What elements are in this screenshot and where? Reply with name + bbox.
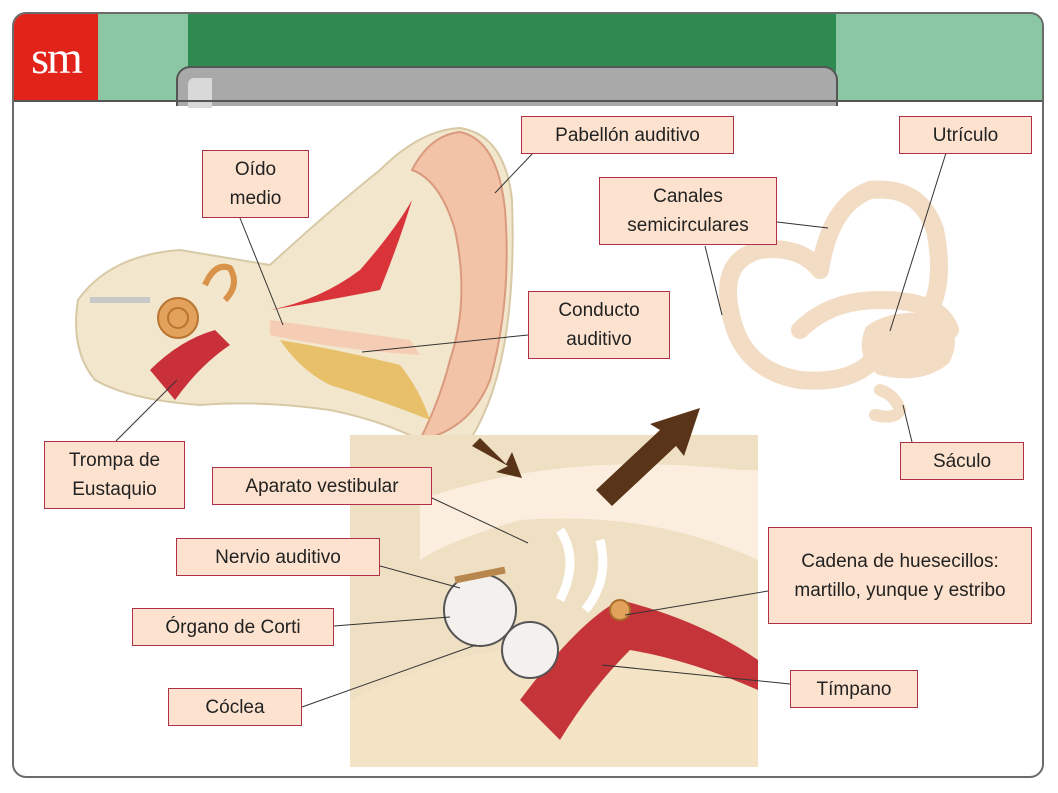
labyrinth-illustration: [719, 180, 959, 423]
label-aparato-vestibular: Aparato vestibular: [212, 467, 432, 505]
label-canales-semicirculares: Canales semicirculares: [599, 177, 777, 245]
label-conducto-auditivo: Conducto auditivo: [528, 291, 670, 359]
label-trompa-de-eustaquio: Trompa de Eustaquio: [44, 441, 185, 509]
label-nervio-auditivo: Nervio auditivo: [176, 538, 380, 576]
header-divider: [14, 100, 1042, 102]
header-accent-left: [98, 14, 188, 102]
label-saculo: Sáculo: [900, 442, 1024, 480]
label-coclea: Cóclea: [168, 688, 302, 726]
leader-lines: [115, 152, 947, 708]
label-cadena-de-huesecillos: Cadena de huesecillos: martillo, yunque …: [768, 527, 1032, 624]
header-tab-inner: [188, 78, 212, 108]
header-tab: [176, 66, 838, 108]
arrow-up-right-icon: [596, 408, 700, 506]
direction-arrows: [472, 408, 700, 506]
header-band-dark: [188, 14, 838, 70]
outer-ear-illustration: [75, 126, 514, 442]
header-accent-right: [836, 14, 1042, 102]
label-oido-medio: Oído medio: [202, 150, 309, 218]
sm-logo: sm: [14, 14, 98, 102]
label-organo-de-corti: Órgano de Corti: [132, 608, 334, 646]
label-pabellon-auditivo: Pabellón auditivo: [521, 116, 734, 154]
arrow-down-right-icon: [472, 438, 522, 478]
cross-section-illustration: [350, 435, 758, 767]
label-timpano: Tímpano: [790, 670, 918, 708]
label-utriculo: Utrículo: [899, 116, 1032, 154]
